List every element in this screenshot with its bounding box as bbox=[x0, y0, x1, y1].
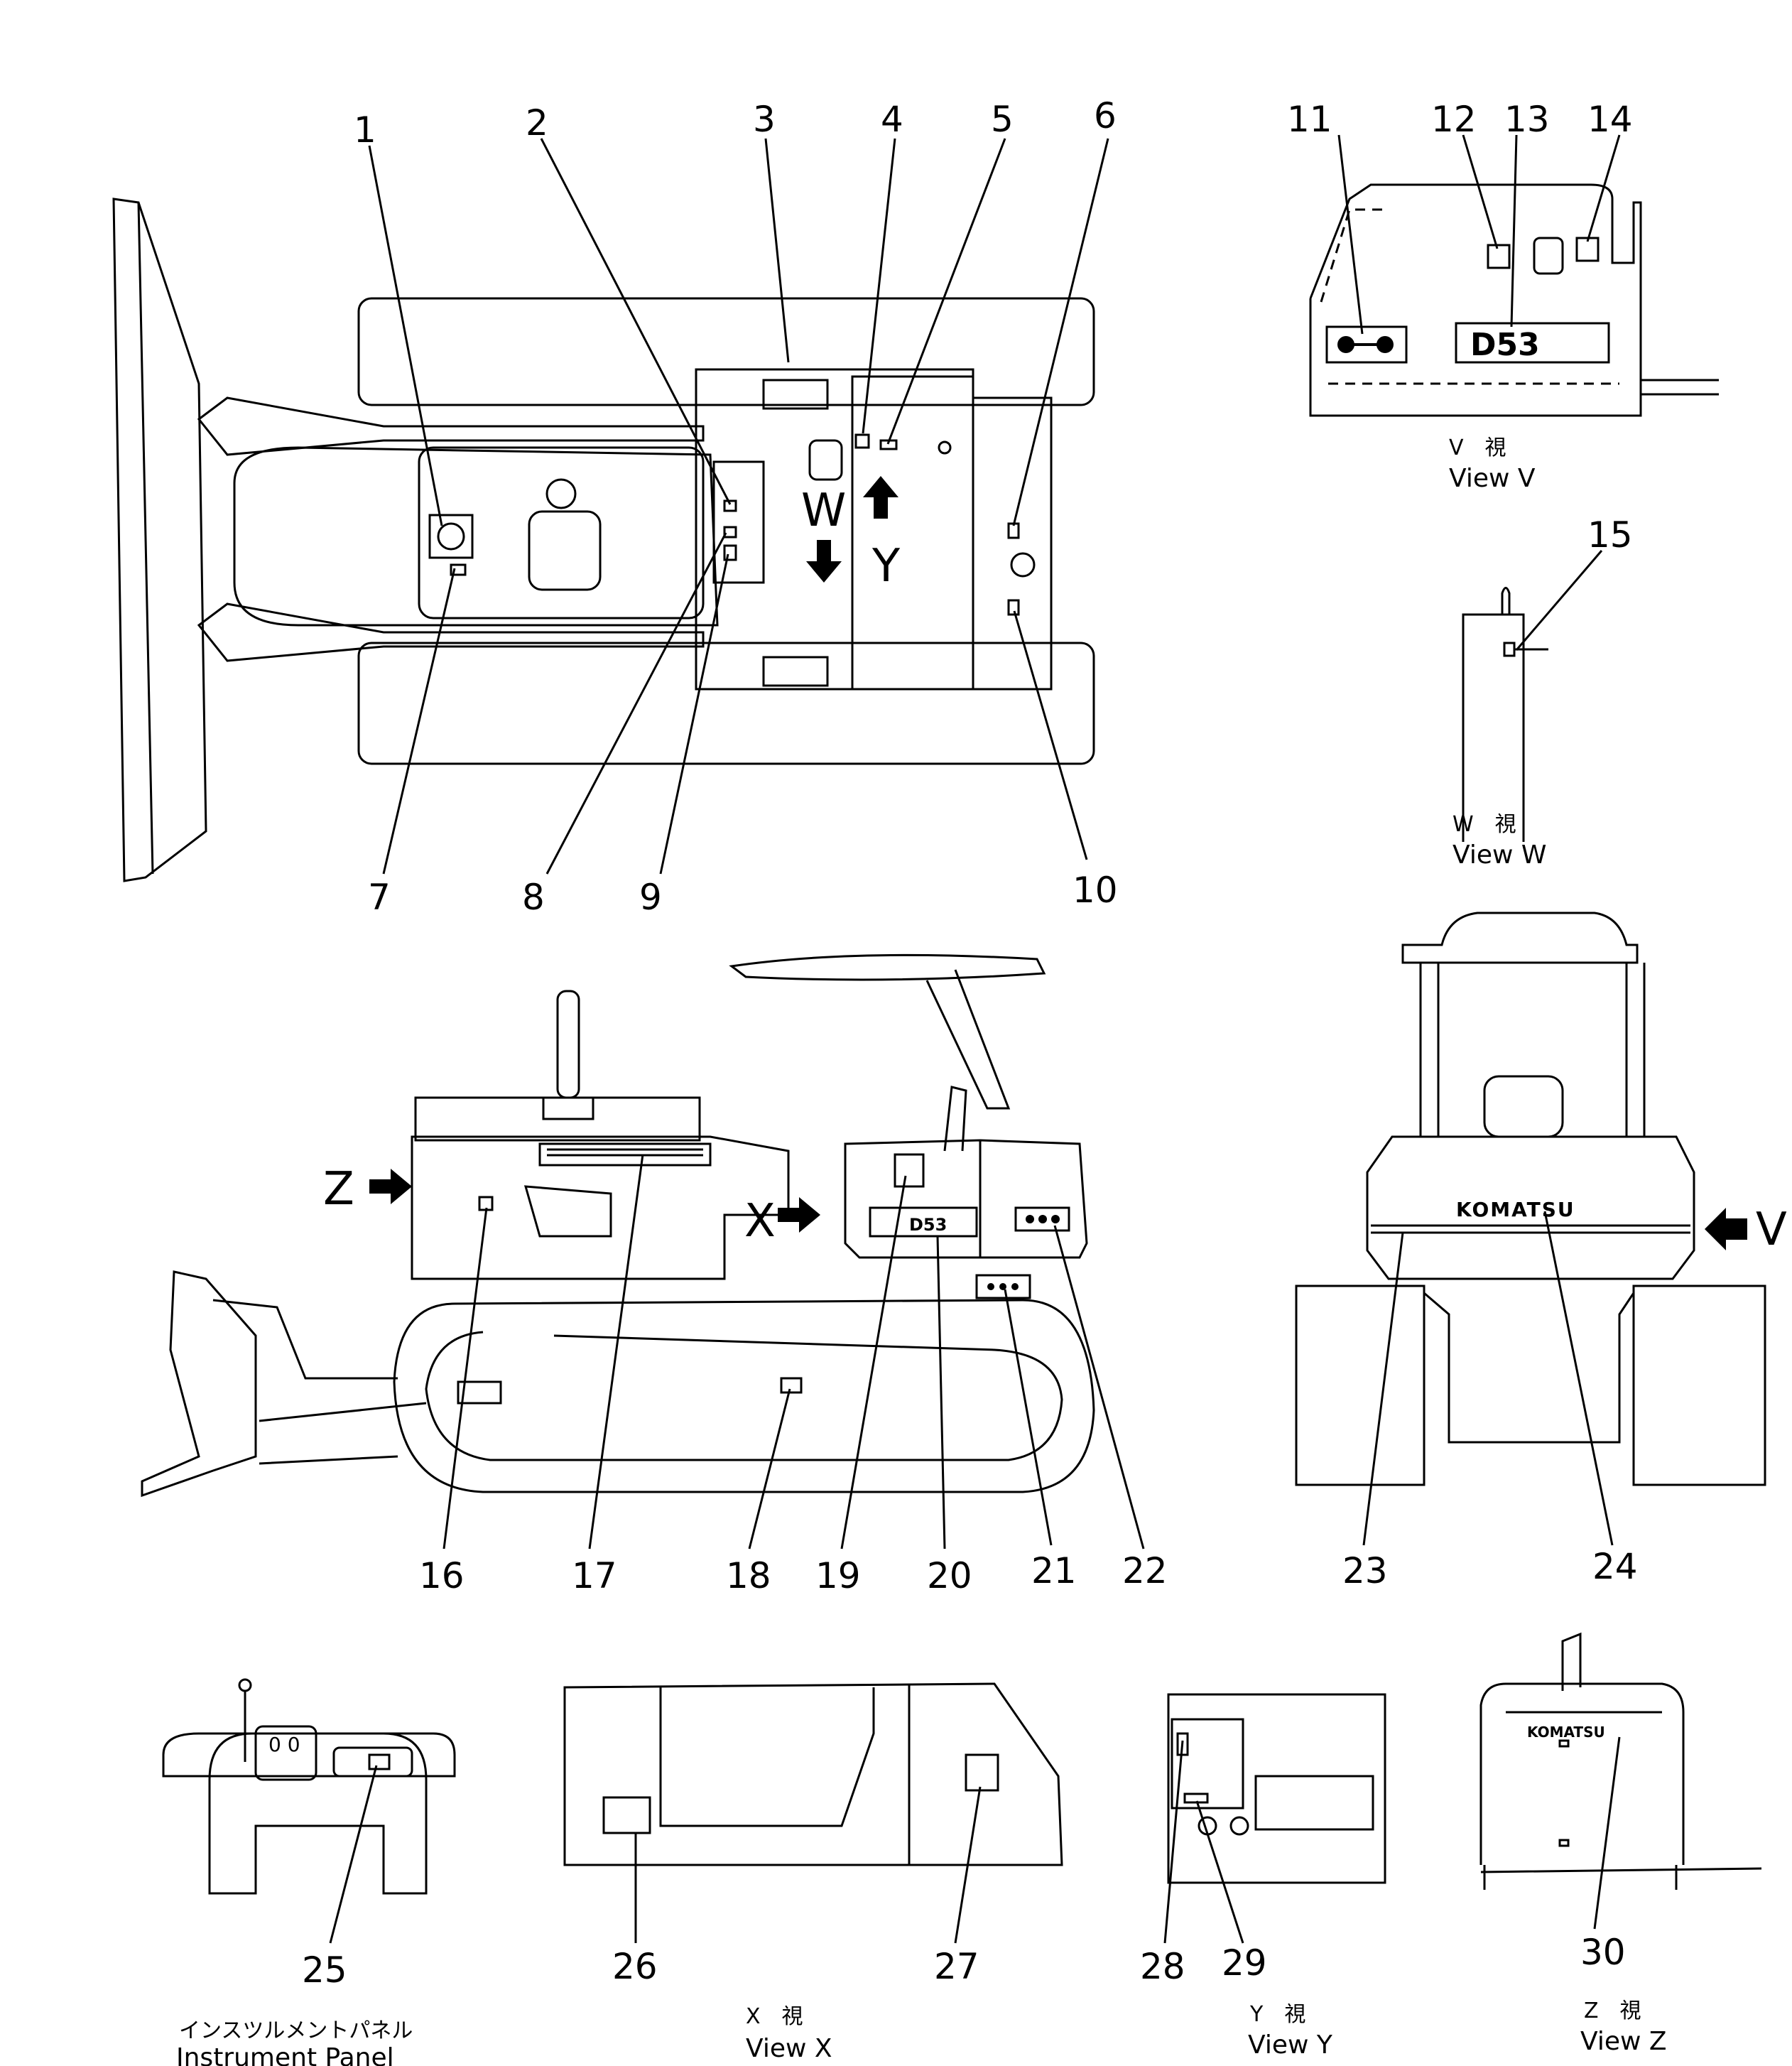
rear-body bbox=[1366, 1135, 1695, 1280]
rear-track-left bbox=[1295, 1285, 1426, 1486]
callout-30: 30 bbox=[1580, 1932, 1626, 1973]
top-track-upper bbox=[357, 297, 1095, 406]
callout-8: 8 bbox=[522, 877, 545, 918]
callout-4: 4 bbox=[881, 99, 903, 140]
callout-16: 16 bbox=[419, 1555, 465, 1596]
view-x-caption-en: View X bbox=[746, 2034, 832, 2063]
callout-17: 17 bbox=[572, 1555, 617, 1596]
callout-25: 25 bbox=[302, 1949, 347, 1991]
view-z-caption-jp: Z 視 bbox=[1584, 1999, 1641, 2023]
view-z-caption-en: View Z bbox=[1580, 2027, 1667, 2056]
callout-20: 20 bbox=[927, 1555, 972, 1596]
callout-27: 27 bbox=[934, 1946, 979, 1987]
top-view-leaders bbox=[368, 138, 1109, 875]
view-y-drawing: Y 視 View Y bbox=[1163, 1693, 1386, 2060]
instrument-panel-drawing: 0 0 インスツルメントパネル Instrument Panel bbox=[162, 1678, 456, 2066]
view-x-caption-jp: X 視 bbox=[746, 2004, 803, 2029]
top-hood bbox=[233, 446, 719, 627]
view-v-decal-13 bbox=[1455, 322, 1610, 364]
rear-brand-text: KOMATSU bbox=[1456, 1198, 1575, 1221]
view-v-drawing: D53 V 視 View V bbox=[1309, 134, 1719, 493]
callout-6: 6 bbox=[1094, 95, 1117, 136]
view-w-caption-jp: W 視 bbox=[1452, 812, 1516, 837]
view-y-caption-jp: Y 視 bbox=[1249, 2002, 1305, 2027]
top-track-lower bbox=[357, 642, 1095, 765]
side-decal-22 bbox=[1014, 1206, 1070, 1232]
callout-18: 18 bbox=[726, 1555, 771, 1596]
rear-track-right bbox=[1632, 1285, 1766, 1486]
side-track bbox=[393, 1299, 1095, 1493]
callout-28: 28 bbox=[1140, 1946, 1185, 1987]
callout-7: 7 bbox=[368, 877, 391, 918]
callout-numbers: 1 2 3 4 5 6 7 8 9 10 11 12 13 14 15 16 1… bbox=[302, 95, 1638, 1991]
view-letter-v: V bbox=[1756, 1204, 1787, 1256]
panel-dials-text: 0 0 bbox=[268, 1733, 300, 1756]
callout-3: 3 bbox=[753, 99, 776, 140]
callout-1: 1 bbox=[354, 109, 376, 151]
callout-19: 19 bbox=[815, 1555, 861, 1596]
view-letter-y: Y bbox=[871, 540, 901, 593]
callout-12: 12 bbox=[1431, 99, 1477, 140]
callout-11: 11 bbox=[1287, 99, 1332, 140]
callout-22: 22 bbox=[1122, 1550, 1168, 1591]
side-blade bbox=[141, 1270, 257, 1498]
side-cab bbox=[844, 1139, 1088, 1259]
callout-21: 21 bbox=[1031, 1550, 1077, 1591]
callout-14: 14 bbox=[1587, 99, 1633, 140]
callout-2: 2 bbox=[526, 102, 548, 144]
callout-24: 24 bbox=[1592, 1546, 1638, 1587]
instrument-panel-caption-jp: インスツルメントパネル bbox=[179, 2018, 413, 2043]
callout-26: 26 bbox=[612, 1946, 658, 1987]
view-w-caption-en: View W bbox=[1452, 840, 1546, 870]
view-letter-w: W bbox=[801, 485, 846, 537]
callout-23: 23 bbox=[1342, 1550, 1388, 1591]
rear-view: KOMATSU V bbox=[1295, 912, 1787, 1546]
view-z-drawing: KOMATSU Z 視 View Z bbox=[1479, 1632, 1762, 2056]
view-x-drawing: X 視 View X bbox=[563, 1682, 1063, 2063]
side-engine-body bbox=[411, 1135, 790, 1280]
side-model-text: D53 bbox=[909, 1215, 947, 1235]
view-v-caption-en: View V bbox=[1449, 464, 1536, 493]
view-y-caption-en: View Y bbox=[1248, 2030, 1333, 2060]
side-view: Z X D53 bbox=[141, 953, 1145, 1550]
callout-15: 15 bbox=[1587, 514, 1633, 556]
callout-9: 9 bbox=[639, 877, 662, 918]
view-v-decal-11 bbox=[1325, 325, 1408, 364]
view-letter-z: Z bbox=[323, 1163, 354, 1216]
view-v-model-text: D53 bbox=[1470, 327, 1540, 363]
rear-canopy bbox=[1401, 912, 1639, 964]
side-decal-20 bbox=[869, 1206, 978, 1238]
callout-29: 29 bbox=[1222, 1942, 1267, 1984]
top-sticker-1 bbox=[428, 514, 474, 559]
top-view: W Y bbox=[112, 198, 1095, 882]
top-blade bbox=[112, 198, 207, 882]
callout-13: 13 bbox=[1504, 99, 1550, 140]
view-w-drawing: W 視 View W bbox=[1452, 550, 1603, 870]
view-z-brand-text: KOMATSU bbox=[1527, 1724, 1605, 1741]
side-canopy bbox=[729, 953, 1046, 981]
view-letter-x: X bbox=[744, 1195, 776, 1248]
callout-5: 5 bbox=[991, 99, 1014, 140]
callout-10: 10 bbox=[1073, 870, 1118, 911]
view-v-caption-jp: V 視 bbox=[1449, 436, 1506, 460]
instrument-panel-caption-en: Instrument Panel bbox=[176, 2043, 394, 2066]
